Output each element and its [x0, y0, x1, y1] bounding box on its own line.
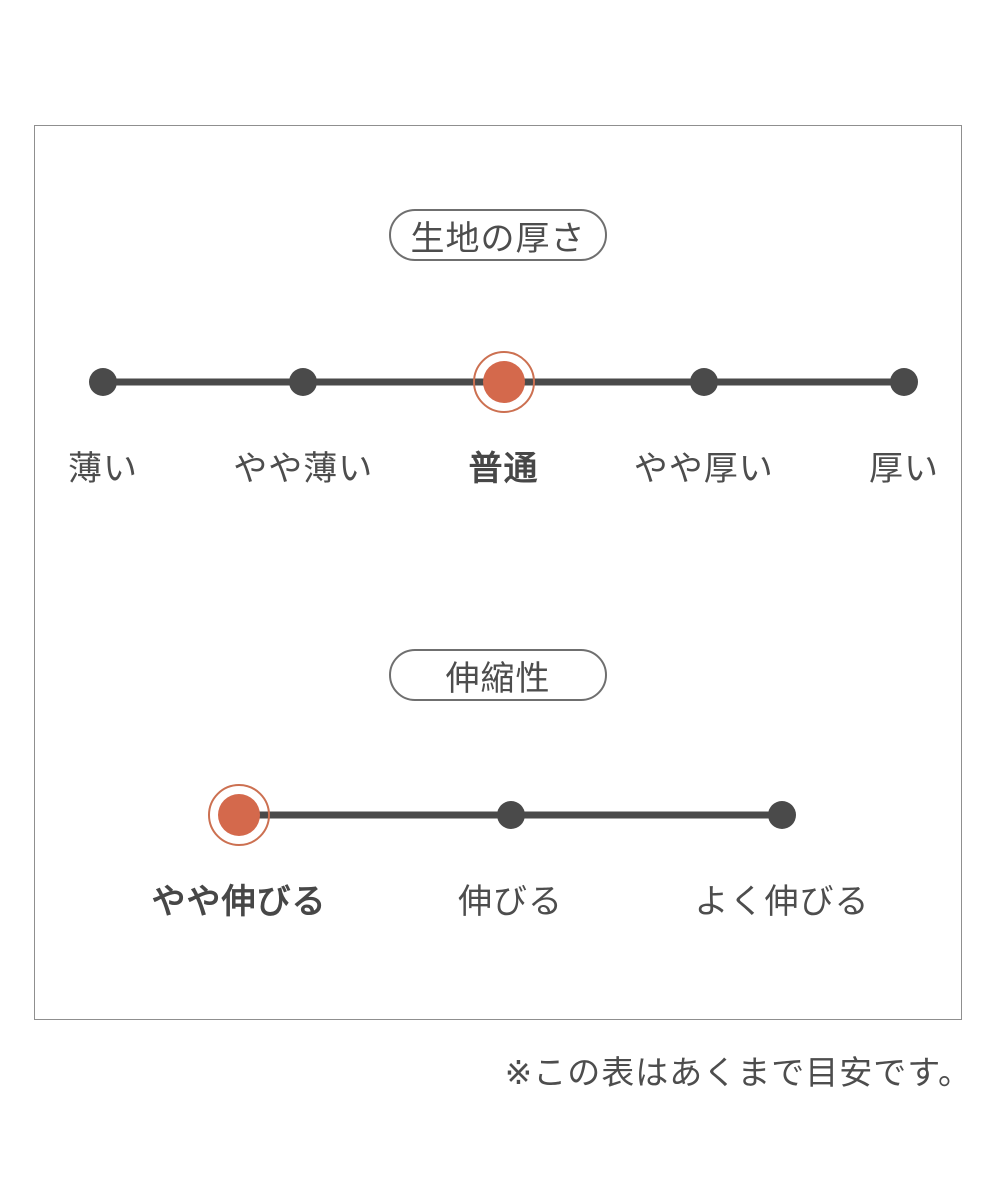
- scale-dot: [890, 368, 918, 396]
- scale-option-label: よく伸びる: [694, 882, 870, 922]
- spec-panel: 生地の厚さ 薄い やや薄い 普通 やや厚い: [34, 125, 962, 1020]
- stretch-scale: やや伸びる 伸びる よく伸びる: [152, 784, 869, 922]
- stretch-title: 伸縮性: [445, 658, 551, 699]
- scale-option-label: 薄い: [68, 449, 138, 489]
- scale-option-label: やや伸びる: [151, 882, 327, 922]
- scale-option-label: やや薄い: [233, 449, 374, 489]
- scale-dot: [208, 784, 270, 846]
- scale-dot: [496, 801, 525, 829]
- scale-dot: [472, 351, 535, 413]
- thickness-title: 生地の厚さ: [410, 218, 586, 259]
- scale-option-label: やや厚い: [633, 449, 774, 489]
- scale-dot: [89, 368, 117, 396]
- scale-dot: [289, 368, 318, 396]
- thickness-scale: 薄い やや薄い 普通 やや厚い 厚い: [68, 351, 938, 489]
- scale-option-label: 普通: [468, 449, 539, 489]
- footnote: ※この表はあくまで目安です。: [504, 1053, 972, 1092]
- thickness-title-pill: 生地の厚さ: [389, 209, 607, 261]
- scale-dot: [689, 368, 718, 396]
- scale-option-label: 伸びる: [458, 882, 563, 922]
- stretch-title-pill: 伸縮性: [389, 649, 607, 701]
- scale-option-label: 厚い: [869, 449, 939, 489]
- scale-dot: [768, 801, 796, 829]
